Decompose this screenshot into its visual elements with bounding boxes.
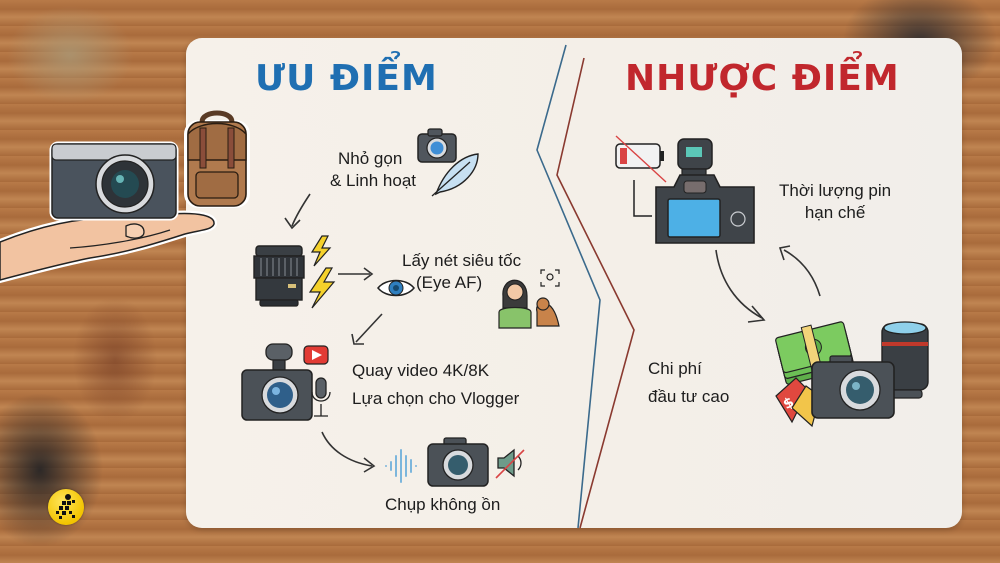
mirrorless-camera-icon — [655, 138, 755, 244]
arrow-icon — [351, 313, 383, 345]
arrow-icon — [321, 431, 376, 473]
dog-icon — [536, 297, 560, 327]
pros-item-1-line2: & Linh hoạt — [330, 171, 417, 190]
pros-item-3-label: Quay video 4K/8K Lựa chọn cho Vlogger — [352, 360, 519, 410]
pros-item-2-line1: Lấy nét siêu tốc — [402, 251, 522, 270]
pros-item-3-line1: Quay video 4K/8K — [352, 361, 490, 380]
eye-icon — [377, 279, 415, 297]
arrow-right-icon — [338, 267, 374, 281]
pros-item-1-line1: Nhỏ gọn — [338, 149, 403, 168]
money-stack-icon: $ — [775, 321, 929, 428]
pros-title: ƯU ĐIỂM — [255, 58, 438, 99]
camera-icon — [241, 343, 331, 421]
cons-title: NHƯỢC ĐIỂM — [625, 58, 900, 99]
lens-icon — [253, 245, 305, 307]
low-battery-icon — [615, 135, 667, 217]
lightning-icon — [308, 235, 336, 309]
cons-item-1-line1: Thời lượng pin — [779, 181, 892, 200]
pros-item-2-line2: (Eye AF) — [416, 273, 483, 292]
microphone-icon — [265, 343, 293, 361]
mute-speaker-icon — [495, 448, 525, 479]
person-icon — [498, 269, 560, 329]
cons-item-1-label: Thời lượng pin hạn chế — [779, 180, 891, 224]
cons-item-2-label: Chi phí đầu tư cao — [648, 358, 729, 408]
compact-camera-icon — [417, 128, 457, 163]
hand-holding-camera-icon — [0, 141, 217, 284]
camera-icon — [427, 437, 489, 487]
cons-item-2-line2: đầu tư cao — [648, 387, 730, 406]
pros-item-3-line2: Lựa chọn cho Vlogger — [352, 389, 520, 408]
face-detect-icon — [540, 269, 560, 287]
cycle-arrows-icon — [715, 245, 821, 323]
pros-item-2-label: Lấy nét siêu tốc (Eye AF) — [402, 250, 521, 294]
arrow-icon — [284, 193, 311, 230]
cons-item-2-line1: Chi phí — [648, 359, 702, 378]
pros-item-4-label: Chụp không ồn — [385, 495, 501, 514]
feather-icon — [431, 153, 479, 197]
cons-item-1-line2: hạn chế — [804, 203, 866, 222]
pros-item-1-label: Nhỏ gọn & Linh hoạt — [330, 148, 416, 192]
running-figure-logo-icon — [48, 489, 84, 525]
camera-icon — [811, 355, 895, 419]
backpack-icon — [184, 110, 250, 208]
lens-icon — [881, 321, 929, 399]
sound-wave-icon — [385, 449, 417, 483]
